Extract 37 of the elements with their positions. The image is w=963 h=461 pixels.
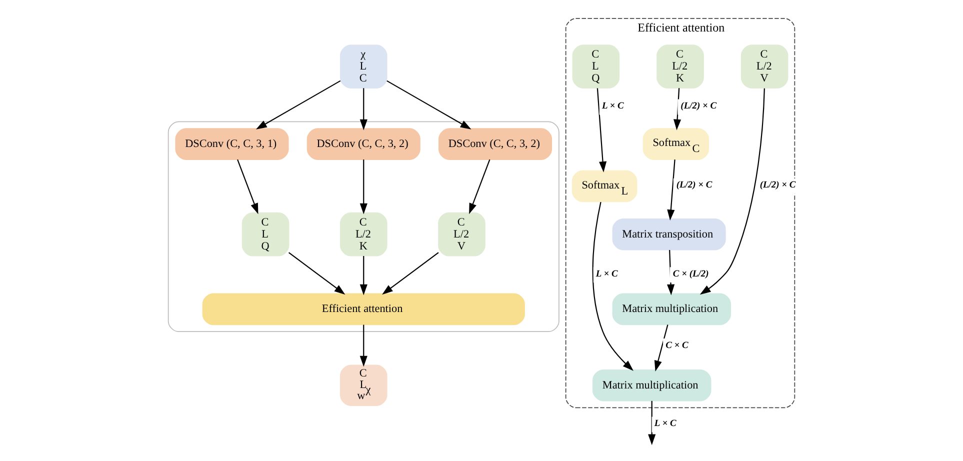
arrow xyxy=(237,159,258,214)
edge-label: L × C xyxy=(602,102,624,112)
node-box: C L Q xyxy=(242,212,290,256)
node-box: Matrix multiplication xyxy=(612,293,731,326)
arrow xyxy=(654,324,668,372)
node-box: Matrix multiplication xyxy=(592,369,712,402)
arrow xyxy=(256,80,341,130)
arrow xyxy=(648,400,656,446)
arrow xyxy=(288,252,346,295)
node-box: χ L C xyxy=(340,44,388,89)
arrow xyxy=(360,256,368,296)
edge-label: C × (L/2) xyxy=(672,269,709,280)
arrow xyxy=(382,252,439,295)
edge-label: L × C xyxy=(654,419,676,430)
arrow xyxy=(700,88,765,295)
edge-label: C × C xyxy=(666,340,688,351)
edge-label: (L/2) × C xyxy=(676,180,712,191)
node-box: C L/2 V xyxy=(438,212,486,256)
arrow xyxy=(360,324,368,367)
edge-label: (L/2) × C xyxy=(680,102,717,112)
node-box: Matrix transposition xyxy=(612,218,726,250)
arrow xyxy=(469,159,490,214)
arrow xyxy=(360,160,368,214)
arrow xyxy=(360,88,368,130)
node-box: DSConv (C, C, 3, 2) xyxy=(438,128,552,160)
arrow xyxy=(667,159,676,221)
edge-label: L × C xyxy=(596,269,618,280)
node-box: C L/2 K xyxy=(656,44,704,89)
node-box: DSConv (C, C, 3, 1) xyxy=(175,128,289,160)
edge-label: (L/2) × C xyxy=(760,180,796,191)
node-box: DSConv (C, C, 3, 2) xyxy=(306,128,420,160)
node-box: C L Q xyxy=(572,44,620,89)
arrow xyxy=(596,88,607,172)
node-box: C L/2 V xyxy=(740,44,788,89)
node-box: C L/2 K xyxy=(340,212,388,256)
arrow xyxy=(386,80,472,130)
node-box: Efficient attention xyxy=(202,293,525,326)
